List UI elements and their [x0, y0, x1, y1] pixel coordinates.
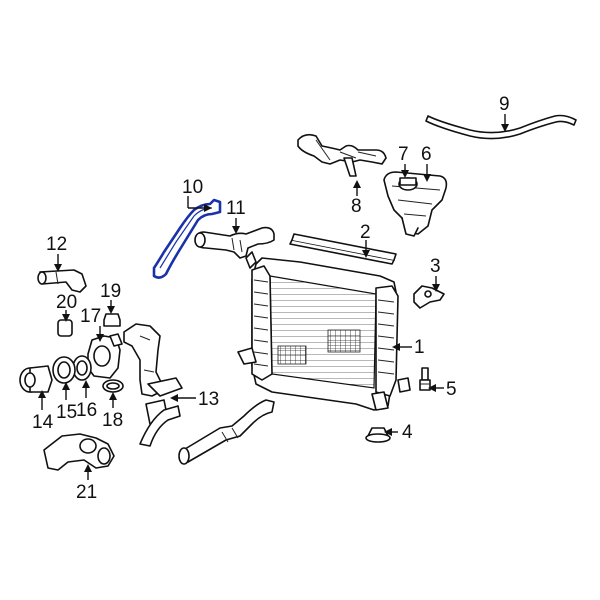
callout-20: 20 — [56, 292, 77, 313]
callout-21: 21 — [76, 482, 97, 503]
callout-8: 8 — [351, 196, 362, 217]
part-15-thermostat — [52, 356, 76, 384]
part-1-radiator — [237, 251, 411, 411]
callout-16: 16 — [76, 400, 97, 421]
callout-17: 17 — [80, 306, 101, 327]
callout-15: 15 — [56, 402, 77, 423]
callout-labels: 1 2 3 4 5 6 7 8 9 10 11 12 13 14 15 16 1… — [32, 94, 510, 503]
part-9-overflow-hose — [425, 114, 577, 140]
callout-14: 14 — [32, 412, 54, 433]
callout-10: 10 — [182, 177, 203, 198]
part-11-radiator-hose — [194, 226, 275, 259]
callout-leaders — [38, 114, 509, 480]
callout-12: 12 — [46, 234, 67, 255]
part-7-reservoir-cap — [398, 177, 418, 191]
part-13-coolant-pipe-and-hoses — [123, 323, 275, 465]
part-3-bracket — [413, 285, 445, 309]
callout-4: 4 — [402, 422, 413, 443]
part-5-drain-petcock — [419, 367, 431, 391]
callout-19: 19 — [100, 281, 121, 302]
callout-13: 13 — [198, 389, 219, 410]
part-19-plug — [103, 313, 121, 327]
callout-11: 11 — [226, 198, 246, 219]
callout-9: 9 — [499, 94, 510, 115]
part-8-heater-hose-assembly — [297, 133, 387, 177]
callout-7: 7 — [398, 144, 409, 165]
part-17-thermostat-housing — [87, 333, 123, 379]
part-2-radiator-seal — [289, 233, 397, 265]
callout-6: 6 — [421, 144, 432, 165]
callout-3: 3 — [430, 256, 441, 277]
part-20-sleeve — [57, 319, 73, 337]
callout-1: 1 — [414, 337, 425, 358]
part-4-grommet — [365, 427, 391, 443]
part-12-coolant-outlet — [37, 269, 87, 293]
part-18-o-ring — [102, 379, 124, 393]
callout-5: 5 — [446, 379, 457, 400]
part-21-coolant-tube — [43, 433, 115, 471]
callout-18: 18 — [102, 410, 123, 431]
part-14-water-outlet — [19, 365, 53, 393]
callout-2: 2 — [360, 222, 371, 243]
part-16-gasket — [72, 355, 92, 381]
